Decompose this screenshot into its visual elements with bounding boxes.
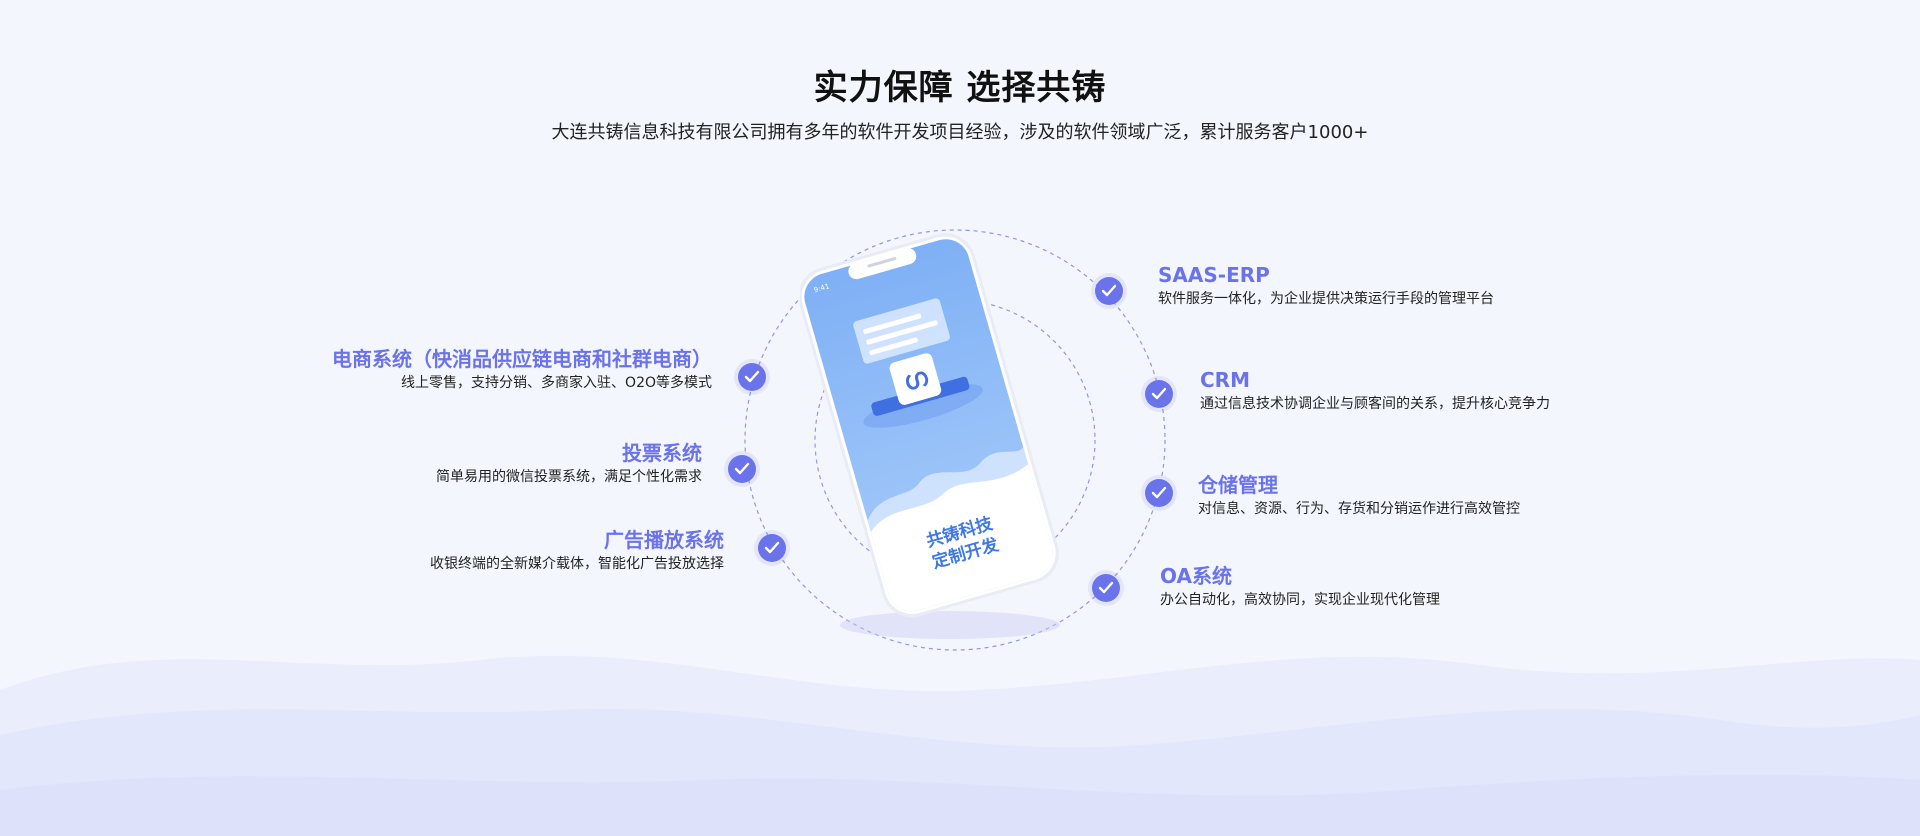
feature-desc: 通过信息技术协调企业与顾客间的关系，提升核心竞争力 bbox=[1200, 396, 1550, 412]
feature-name: 电商系统（快消品供应链电商和社群电商） bbox=[332, 347, 712, 371]
feature-desc: 软件服务一体化，为企业提供决策运行手段的管理平台 bbox=[1158, 291, 1494, 307]
feature-name: SAAS-ERP bbox=[1158, 263, 1270, 287]
feature-name: 投票系统 bbox=[622, 441, 702, 465]
check-circle-icon bbox=[1145, 380, 1173, 408]
feature-name: 广告播放系统 bbox=[604, 528, 724, 552]
feature-name: CRM bbox=[1200, 368, 1250, 392]
feature-ad-player: 广告播放系统 收银终端的全新媒介载体，智能化广告投放选择 bbox=[430, 527, 724, 575]
section-subtitle: 大连共铸信息科技有限公司拥有多年的软件开发项目经验，涉及的软件领域广泛，累计服务… bbox=[551, 122, 1369, 143]
feature-name: OA系统 bbox=[1160, 564, 1232, 588]
feature-name: 仓储管理 bbox=[1198, 473, 1278, 497]
feature-saas-erp: SAAS-ERP 软件服务一体化，为企业提供决策运行手段的管理平台 bbox=[1158, 262, 1494, 310]
feature-voting: 投票系统 简单易用的微信投票系统，满足个性化需求 bbox=[436, 440, 702, 488]
feature-oa: OA系统 办公自动化，高效协同，实现企业现代化管理 bbox=[1160, 563, 1440, 611]
check-circle-icon bbox=[1092, 574, 1120, 602]
feature-ecommerce: 电商系统（快消品供应链电商和社群电商） 线上零售，支持分销、多商家入驻、O2O等… bbox=[332, 346, 712, 394]
section-title: 实力保障 选择共铸 bbox=[813, 68, 1107, 108]
check-circle-icon bbox=[1145, 479, 1173, 507]
feature-crm: CRM 通过信息技术协调企业与顾客间的关系，提升核心竞争力 bbox=[1200, 367, 1550, 415]
check-circle-icon bbox=[758, 534, 786, 562]
check-circle-icon bbox=[738, 363, 766, 391]
feature-desc: 办公自动化，高效协同，实现企业现代化管理 bbox=[1160, 592, 1440, 608]
feature-desc: 简单易用的微信投票系统，满足个性化需求 bbox=[436, 469, 702, 485]
feature-desc: 对信息、资源、行为、存货和分销运作进行高效管控 bbox=[1198, 501, 1520, 517]
phone-illustration: ഗ 共铸科技 定制开发 9:41 bbox=[800, 233, 1060, 639]
check-circle-icon bbox=[728, 455, 756, 483]
feature-desc: 线上零售，支持分销、多商家入驻、O2O等多模式 bbox=[401, 375, 712, 391]
feature-warehouse: 仓储管理 对信息、资源、行为、存货和分销运作进行高效管控 bbox=[1198, 472, 1520, 520]
check-circle-icon bbox=[1095, 277, 1123, 305]
feature-desc: 收银终端的全新媒介载体，智能化广告投放选择 bbox=[430, 556, 724, 572]
